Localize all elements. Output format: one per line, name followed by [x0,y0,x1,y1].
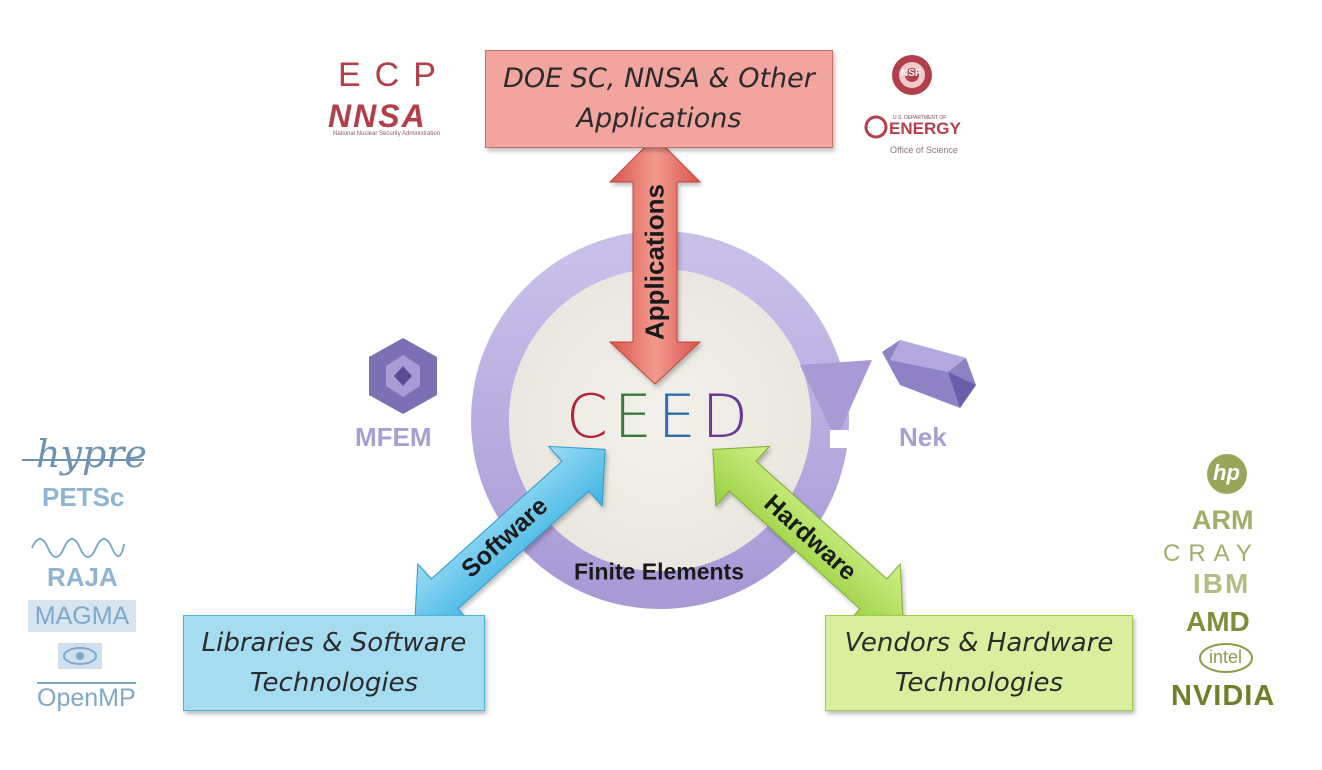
intel-logo-ring [1199,643,1253,673]
doe-small-text: U.S. DEPARTMENT OF [893,115,947,121]
raja-logo: RAJA [47,562,118,592]
applications-box-line2: Applications [576,103,742,134]
waves-icon [31,538,125,558]
doe-logo: ENERGY [889,119,961,138]
ceed-letter: E [657,382,702,452]
nek-icon [882,340,976,408]
applications-box-line1: DOE SC, NNSA & Other [503,63,815,94]
libraries-box-line1: Libraries & Software [201,628,467,658]
libraries-box-line2: Technologies [249,668,419,698]
nsf-seal-icon [892,55,932,95]
nvidia-logo: NVIDIA [1171,680,1276,712]
libraries-box: Libraries & Software Technologies [183,615,485,711]
mfem-icon [369,338,437,414]
nsf-logo-text: NSF [901,68,921,79]
vendors-box-line2: Technologies [894,668,1064,698]
magma-logo: MAGMA [28,600,136,632]
nnsa-caption: National Nuclear Security Administration [333,131,441,137]
cray-logo: CRAY [1163,540,1260,567]
ibm-logo: IBM [1193,568,1251,599]
ecp-logo: ECP [338,56,450,94]
ring-arrowhead [800,360,872,440]
ceed-letter: E [613,382,658,452]
petsc-logo: PETSc [42,482,125,512]
finite-elements-label: Finite Elements [574,558,744,585]
hp-logo: hp [1213,460,1240,485]
hp-logo-icon [1207,454,1247,494]
applications-box: DOE SC, NNSA & Other Applications [485,50,833,148]
vendors-box: Vendors & Hardware Technologies [825,615,1133,711]
intel-logo: intel [1209,647,1243,667]
ceed-title: CEED [540,382,780,452]
nek-label: Nek [899,422,947,452]
amd-logo: AMD [1186,606,1250,637]
arm-logo: ARM [1192,505,1254,535]
hypre-underline [22,459,144,461]
hypre-logo: hypre [36,432,147,476]
applications-arrow [608,136,702,385]
nnsa-logo: NNSA [328,98,427,134]
mfem-label: MFEM [355,422,432,452]
vendors-box-line1: Vendors & Hardware [844,628,1114,658]
applications-arrow-label: Applications [639,183,670,341]
doe-seal-icon [864,115,888,139]
doe-caption: Office of Science [890,145,958,155]
ceed-letter: D [701,382,754,452]
openmp-logo: OpenMP [37,682,136,712]
eye-icon [58,643,102,669]
software-arrow [414,445,606,625]
ceed-letter: C [566,382,614,452]
